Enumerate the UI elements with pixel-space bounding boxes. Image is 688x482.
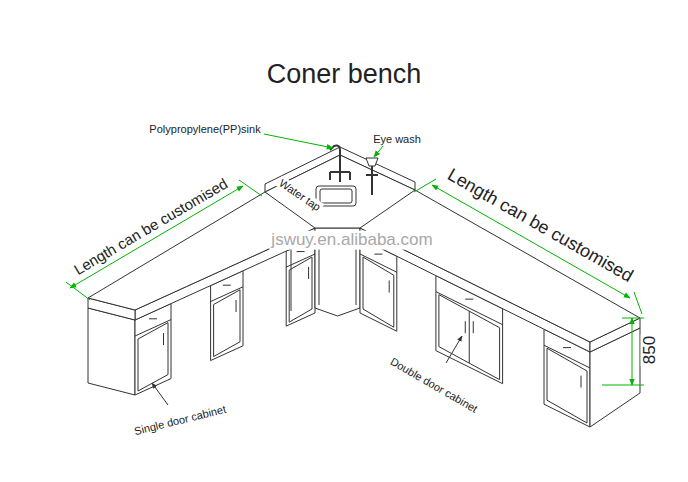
worktop-seam (360, 190, 415, 228)
dimension-line (432, 185, 630, 298)
drawer-handle (374, 254, 382, 255)
door-panel (138, 323, 168, 391)
door-handle (465, 321, 466, 333)
drawer-handle (297, 251, 305, 252)
extension-line (634, 292, 642, 314)
extension-line (602, 385, 644, 386)
leader-line (264, 134, 333, 148)
cabinet-front (211, 271, 243, 361)
leader-line (374, 146, 383, 157)
door-panel (289, 257, 312, 322)
eye-wash (371, 163, 373, 195)
extension-line (414, 179, 436, 192)
part-label: Polypropylene(PP)sink (147, 123, 262, 135)
door-split (469, 311, 470, 363)
tap-valve (349, 172, 351, 180)
drawer-handle (563, 347, 571, 348)
dimension-line (632, 318, 633, 385)
door-handle (581, 376, 582, 388)
watermark: jswuy.en.alibaba.com (269, 231, 434, 250)
door-panel (439, 295, 500, 380)
door-panel (363, 257, 394, 327)
title: Coner bench (267, 60, 422, 90)
door-handle (163, 333, 164, 345)
drawer-handle (223, 285, 231, 286)
door-handle (389, 281, 390, 293)
cabinet-side (88, 308, 135, 395)
extension-line (622, 318, 644, 319)
dimension-line (70, 186, 243, 288)
sink-bowl (320, 189, 352, 203)
tap-valve (329, 172, 331, 180)
leader-line (152, 383, 168, 405)
tap-bar (330, 171, 350, 173)
door-panel (214, 290, 240, 357)
extension-line (66, 282, 90, 300)
drawer-handle (465, 299, 473, 300)
part-label: Single door cabinet (131, 402, 229, 437)
door-handle (308, 267, 309, 279)
drawer-handle (149, 318, 157, 319)
dimension-label: 850 (641, 334, 660, 366)
water-tap (339, 150, 341, 182)
eye-wash-head (366, 158, 378, 166)
part-label: Eye wash (371, 133, 423, 145)
extension-line (239, 180, 262, 196)
door-edge (319, 244, 320, 305)
corner-cabinet (315, 238, 360, 316)
door-handle (473, 321, 474, 333)
door-edge (356, 244, 357, 305)
door-handle (236, 300, 237, 312)
leader-line (446, 336, 462, 363)
eye-wash-valve (366, 174, 378, 176)
worktop (88, 155, 640, 342)
door-panel (547, 348, 587, 423)
